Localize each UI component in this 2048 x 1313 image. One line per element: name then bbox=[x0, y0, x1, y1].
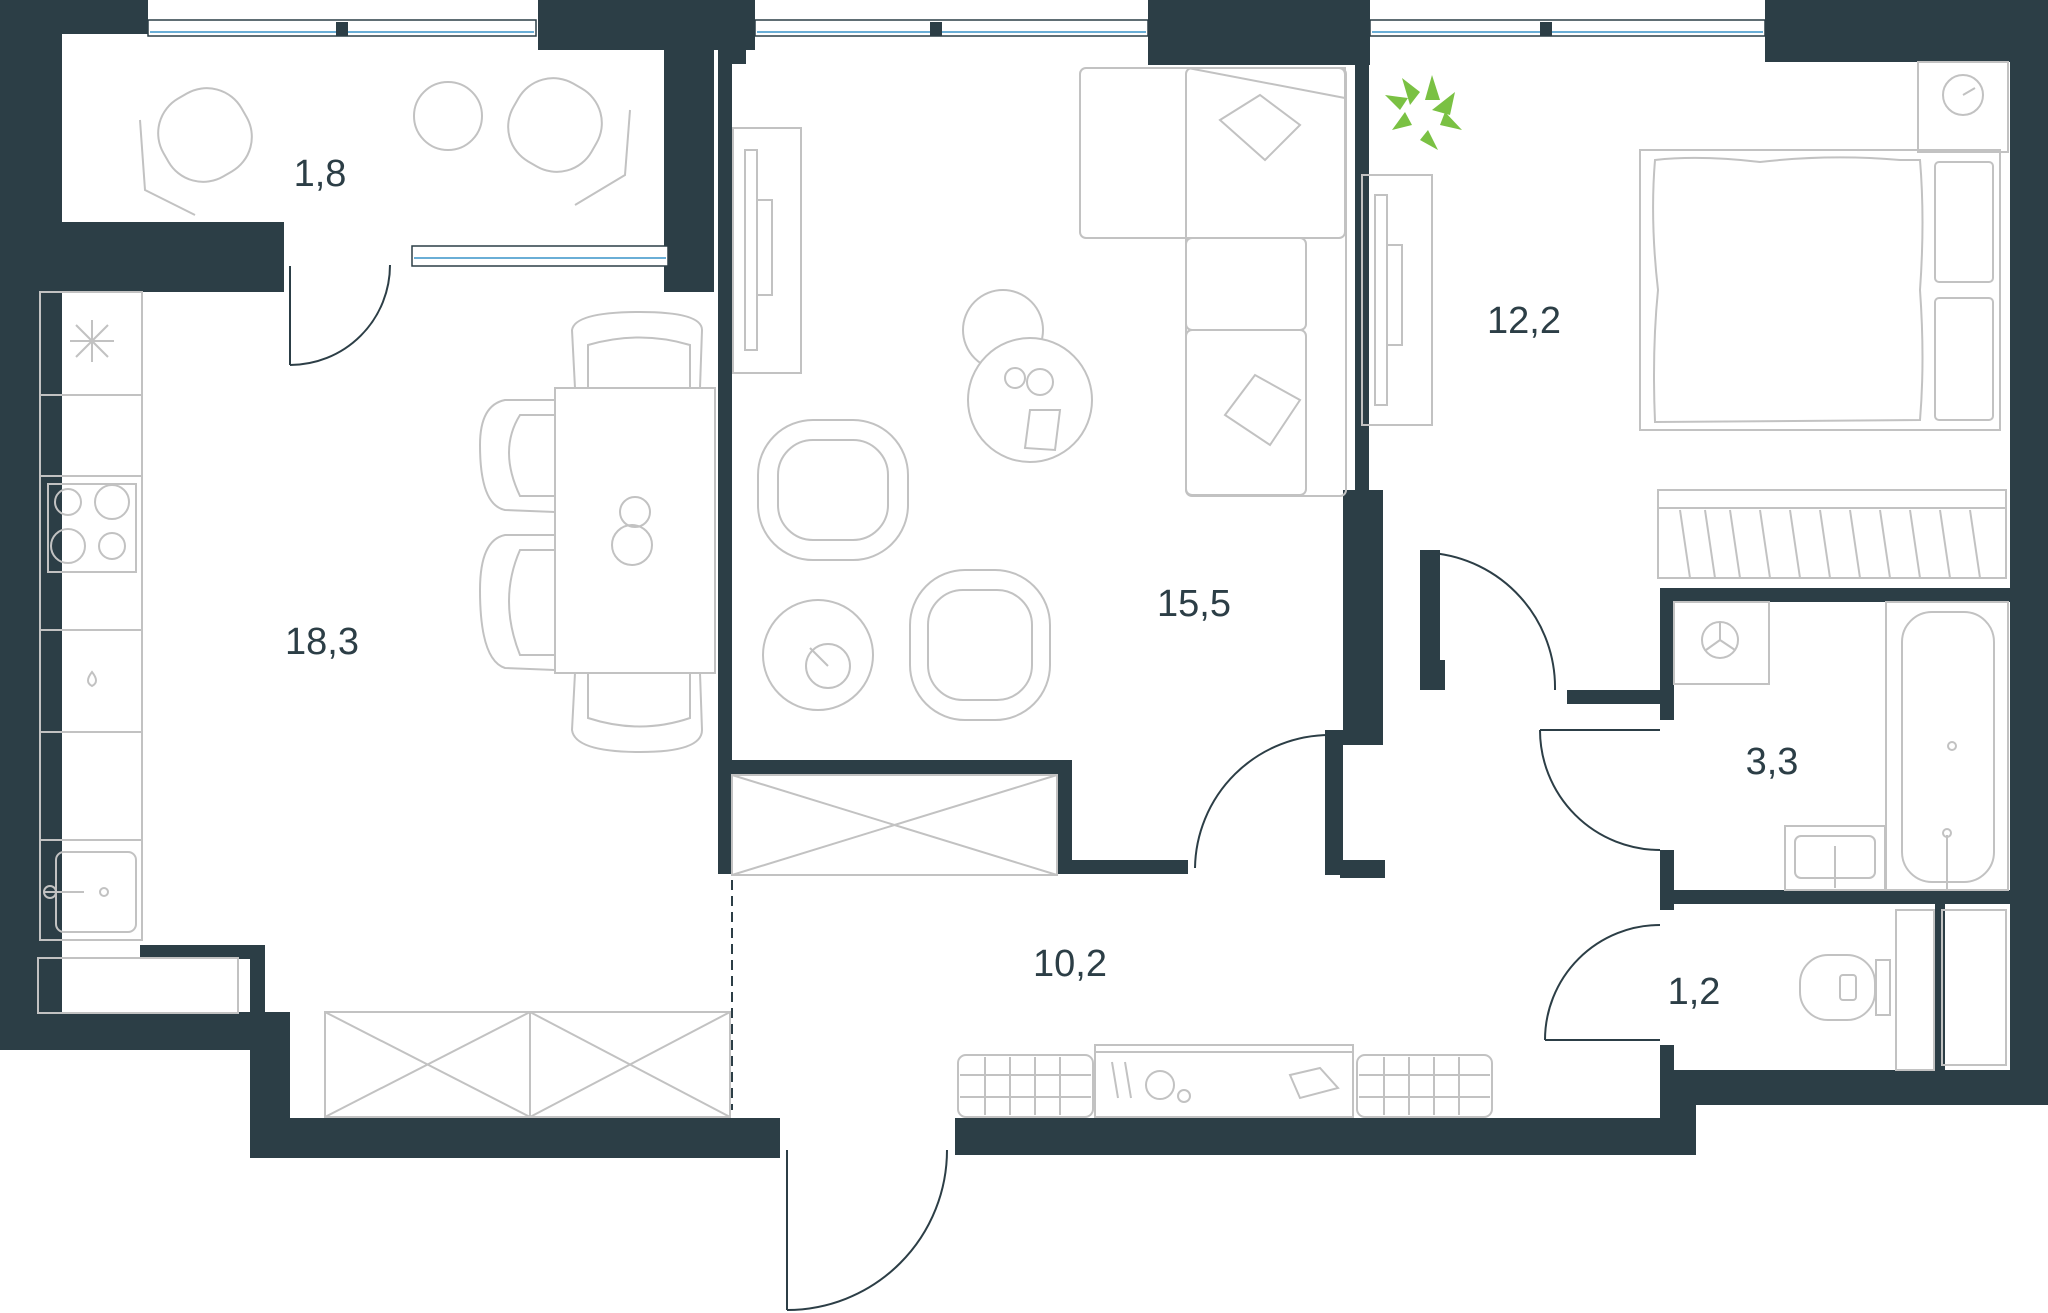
stove-icon bbox=[47, 483, 137, 573]
armchair-icon bbox=[507, 77, 631, 206]
living-area-label: 15,5 bbox=[1157, 583, 1231, 625]
shoe-rack-icon bbox=[957, 1054, 1094, 1118]
chair-icon bbox=[570, 310, 704, 389]
window-icon bbox=[411, 245, 669, 267]
door-swing-icon bbox=[1194, 734, 1331, 870]
living-furniture bbox=[732, 67, 1347, 721]
pillow-icon bbox=[1934, 297, 1994, 421]
dining-table-icon bbox=[554, 387, 716, 674]
washing-machine-icon bbox=[1673, 601, 1770, 685]
armchair-icon bbox=[909, 569, 1051, 721]
pillow-icon bbox=[1218, 93, 1302, 162]
bathtub-icon bbox=[1885, 601, 2009, 891]
cabinet-icon bbox=[1941, 909, 2007, 1066]
window-icon bbox=[754, 19, 1149, 37]
kitchen-furniture bbox=[37, 291, 239, 1014]
bathroom-furniture bbox=[1673, 601, 2009, 891]
sink-icon bbox=[43, 851, 137, 933]
window-icon bbox=[1369, 19, 1766, 37]
storage-cabinet-icon bbox=[731, 774, 1058, 876]
doors bbox=[289, 264, 1661, 1311]
door-swing-icon bbox=[289, 264, 391, 366]
bedroom-area-label: 12,2 bbox=[1487, 300, 1561, 342]
tv-stand-icon bbox=[732, 127, 802, 374]
kitchen-area-label: 18,3 bbox=[285, 621, 359, 663]
bed-icon bbox=[1639, 149, 2001, 431]
fridge-icon bbox=[70, 320, 114, 362]
balcony-furniture bbox=[139, 77, 631, 216]
console-icon bbox=[1094, 1044, 1354, 1118]
door-swing-icon bbox=[1431, 552, 1557, 691]
bedroom-furniture bbox=[1361, 61, 2009, 579]
storage-cabinet-icon bbox=[324, 1011, 731, 1118]
coffee-table-icon bbox=[967, 337, 1093, 463]
sink-icon bbox=[1784, 825, 1886, 891]
chair-icon bbox=[478, 534, 556, 671]
chair-icon bbox=[478, 399, 556, 513]
area-labels: 1,8 18,3 15,5 12,2 10,2 3,3 1,2 bbox=[285, 153, 1798, 1013]
toilet-icon bbox=[1799, 954, 1891, 1021]
door-swing-icon bbox=[1544, 924, 1661, 1041]
walls bbox=[0, 0, 2048, 1158]
hall-furniture bbox=[731, 774, 1493, 1118]
door-swing-icon bbox=[1539, 729, 1661, 851]
wc-area-label: 1,2 bbox=[1668, 971, 1721, 1013]
wc-furniture bbox=[1799, 909, 2007, 1071]
water-drop-icon bbox=[87, 670, 97, 688]
door-swing-icon bbox=[786, 1149, 948, 1311]
dining-set bbox=[478, 310, 716, 754]
pillow-icon bbox=[1934, 161, 1994, 283]
lamp-table-icon bbox=[762, 599, 874, 711]
balcony-area-label: 1,8 bbox=[294, 153, 347, 195]
hall-area-label: 10,2 bbox=[1033, 943, 1107, 985]
washing-machine-icon bbox=[1917, 61, 2009, 153]
chair-icon bbox=[570, 672, 704, 754]
armchair-icon bbox=[757, 419, 909, 561]
window-icon bbox=[147, 19, 537, 37]
round-table-icon bbox=[413, 81, 483, 151]
plant-icon bbox=[1385, 75, 1462, 150]
windows bbox=[147, 19, 1766, 267]
pillow-icon bbox=[1223, 373, 1302, 447]
bathroom-area-label: 3,3 bbox=[1746, 741, 1799, 783]
shoe-rack-icon bbox=[1356, 1054, 1493, 1118]
counter-icon bbox=[37, 957, 239, 1014]
armchair-icon bbox=[139, 87, 253, 216]
sofa-icon bbox=[1079, 67, 1347, 497]
tv-stand-icon bbox=[1361, 174, 1433, 426]
wardrobe-icon bbox=[1657, 489, 2007, 579]
